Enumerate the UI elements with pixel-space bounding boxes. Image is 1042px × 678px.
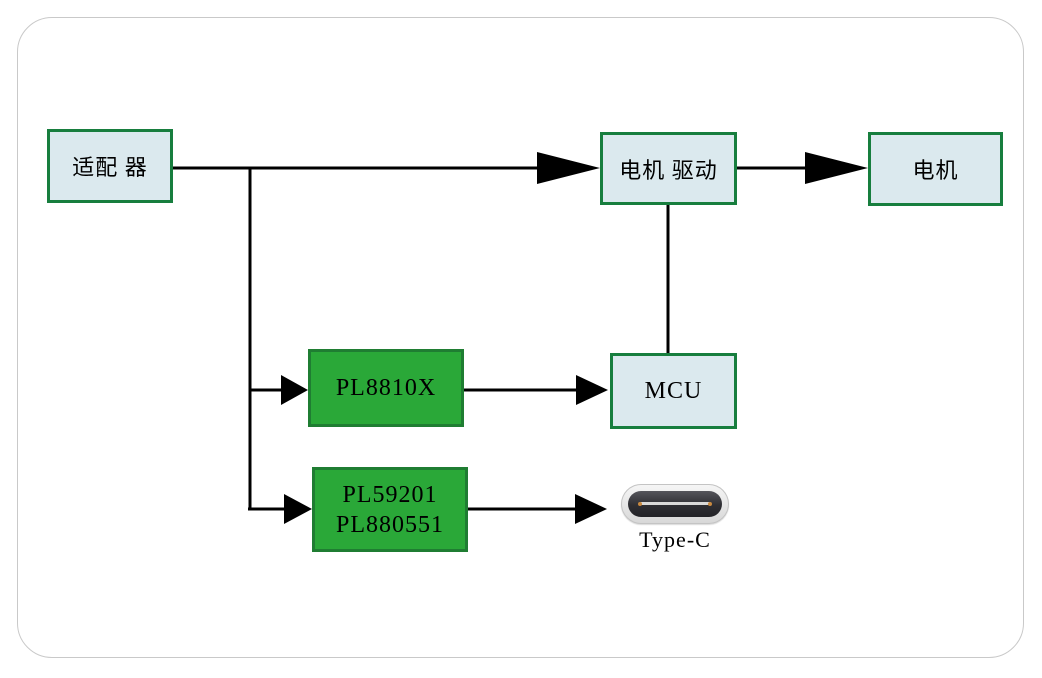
node-motor-driver-label: 电机 驱动 [619, 157, 718, 183]
node-motor: 电机 [868, 132, 1003, 206]
node-adapter: 适配 器 [47, 129, 173, 203]
node-motor-driver: 电机 驱动 [600, 132, 737, 205]
node-pl8810x-chip: PL8810X [308, 349, 464, 427]
arrowhead-icon [575, 494, 607, 524]
type-c-pin-dot [708, 501, 712, 506]
type-c-connector-icon [621, 484, 729, 524]
node-combo-chip: PL59201 PL880551 [312, 467, 468, 552]
node-combo-chip-label-line1: PL59201 [342, 481, 438, 508]
arrowhead-icon [537, 152, 600, 184]
node-pl8810x-label: PL8810X [335, 374, 437, 401]
node-mcu: MCU [610, 353, 737, 429]
arrowhead-icon [284, 494, 312, 524]
node-motor-label: 电机 [912, 158, 959, 183]
type-c-tongue [638, 501, 712, 506]
type-c-label: Type-C [639, 527, 711, 552]
node-combo-chip-labels: PL59201 PL880551 [336, 480, 444, 540]
arrowhead-icon [576, 375, 608, 405]
type-c-port [628, 491, 722, 517]
type-c-pin-dot [638, 501, 642, 506]
node-combo-chip-label-line2: PL880551 [335, 511, 444, 538]
node-mcu-label: MCU [644, 377, 703, 404]
diagram-frame-border [17, 17, 1024, 658]
node-adapter-label: 适配 器 [72, 155, 148, 180]
arrowhead-icon [281, 375, 308, 405]
arrowhead-icon [805, 152, 868, 184]
